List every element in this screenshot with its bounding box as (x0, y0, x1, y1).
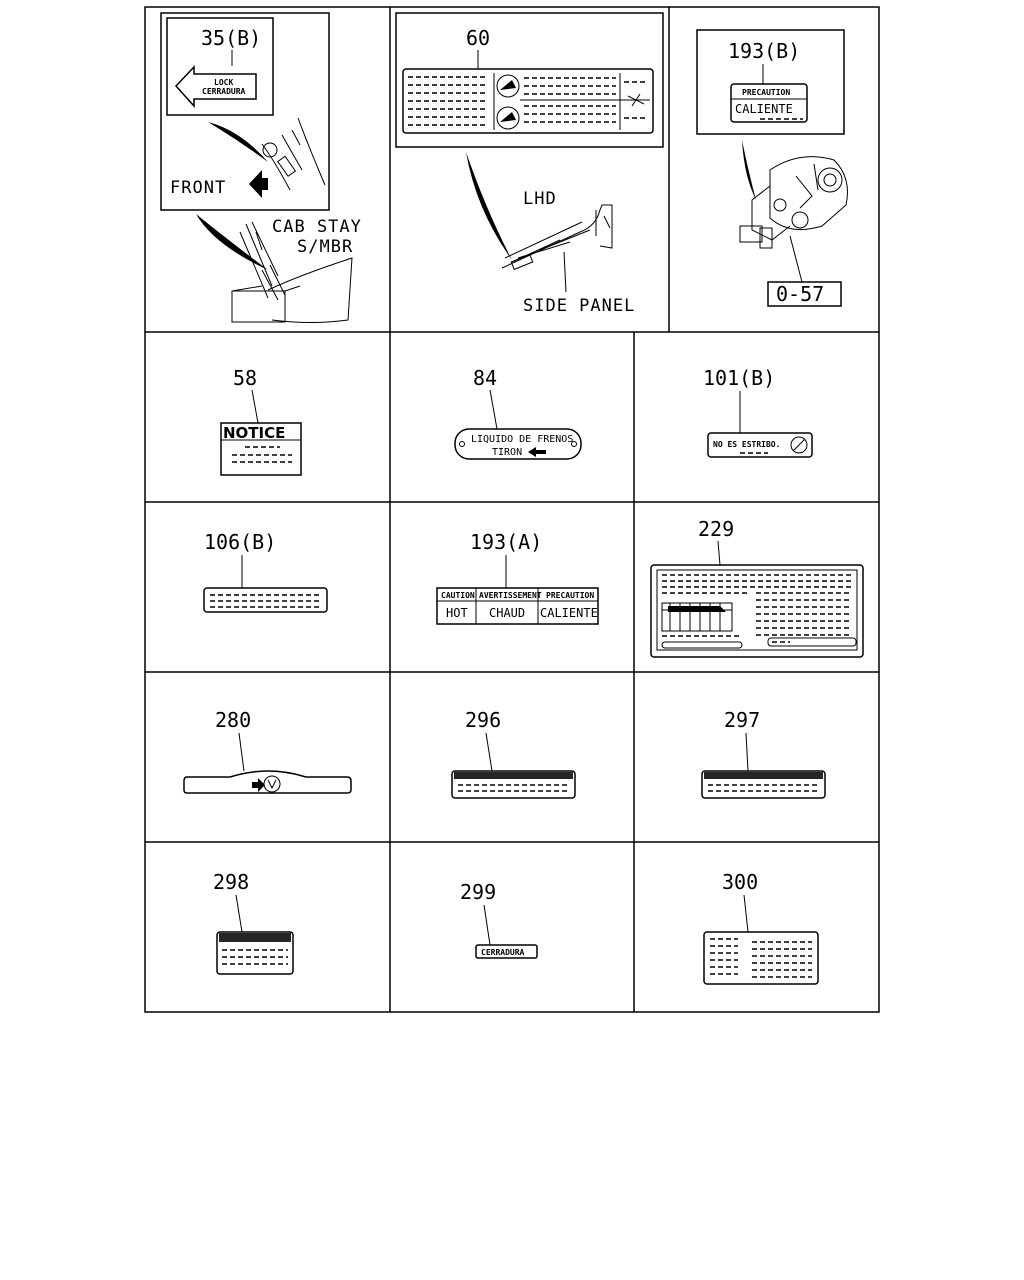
callout-300: 300 (722, 870, 758, 894)
callout-298: 298 (213, 870, 249, 894)
grid-frame (144, 6, 880, 1013)
cerradura-text: CERRADURA (202, 87, 246, 96)
callout-35b: 35(B) (201, 26, 261, 50)
cell-101b-step-label: 101(B) NO ES ESTRIBO. (703, 366, 813, 458)
lock-text: LOCK (214, 78, 233, 87)
callout-193b: 193(B) (728, 39, 800, 63)
precaution-text: PRECAUTION (742, 88, 790, 97)
callout-58: 58 (233, 366, 257, 390)
liquido-text: LIQUIDO DE FRENOS (471, 434, 573, 445)
cell-106b-label: 106(B) (203, 530, 328, 613)
ignition-switch-drawing (739, 156, 848, 249)
avertissement-text: AVERTISSEMENT (479, 591, 542, 600)
callout-60: 60 (466, 26, 490, 50)
caliente-a-text: CALIENTE (540, 606, 598, 620)
cell-193b-precaution-label: 193(B) PRECAUTION CALIENTE 0-57 (696, 29, 848, 307)
callout-280: 280 (215, 708, 251, 732)
callout-84: 84 (473, 366, 497, 390)
cell-297-label: 297 (701, 708, 826, 799)
callout-229: 229 (698, 517, 734, 541)
cell-35b-lock-label: 35(B) LOCK CERRADURA FRONT CAB STAY S/MB… (160, 12, 362, 323)
hot-text: HOT (446, 606, 468, 620)
callout-106b: 106(B) (204, 530, 276, 554)
notice-text: NOTICE (223, 424, 285, 442)
cerradura-299-text: CERRADURA (481, 948, 525, 957)
precaution-a-text: PRECAUTION (546, 591, 594, 600)
callout-296: 296 (465, 708, 501, 732)
cell-60-panel-label: 60 LHD (395, 12, 664, 316)
cell-300-label: 300 (703, 870, 819, 985)
chaud-text: CHAUD (489, 606, 525, 620)
cell-299-lock-label: 299 CERRADURA (460, 880, 538, 959)
cell-296-label: 296 (451, 708, 576, 799)
cell-58-notice-label: 58 NOTICE (220, 366, 302, 476)
callout-297: 297 (724, 708, 760, 732)
cell-193a-hot-label: 193(A) CAUTION AVERTISSEMENT PRECAUTION … (436, 530, 599, 625)
cell-298-label: 298 (213, 870, 294, 975)
s-mbr-label: S/MBR (297, 237, 353, 257)
lhd-label: LHD (523, 189, 557, 209)
caution-text: CAUTION (441, 591, 475, 600)
cell-84-brake-fluid-label: 84 LIQUIDO DE FRENOS TIRON (454, 366, 582, 460)
ref-0-57: 0-57 (776, 282, 824, 306)
callout-101b: 101(B) (703, 366, 775, 390)
no-es-estribo-text: NO ES ESTRIBO. (713, 440, 780, 449)
cell-229-info-label: 229 (650, 517, 864, 658)
callout-299: 299 (460, 880, 496, 904)
front-label: FRONT (170, 178, 226, 198)
caliente-text: CALIENTE (735, 102, 793, 116)
tiron-text: TIRON (492, 447, 522, 458)
panel-60-text-lines (408, 76, 648, 126)
cab-stay-label: CAB STAY (272, 217, 362, 237)
side-panel-label: SIDE PANEL (523, 296, 635, 316)
cell-280-label: 280 (183, 708, 352, 794)
callout-193a: 193(A) (470, 530, 542, 554)
